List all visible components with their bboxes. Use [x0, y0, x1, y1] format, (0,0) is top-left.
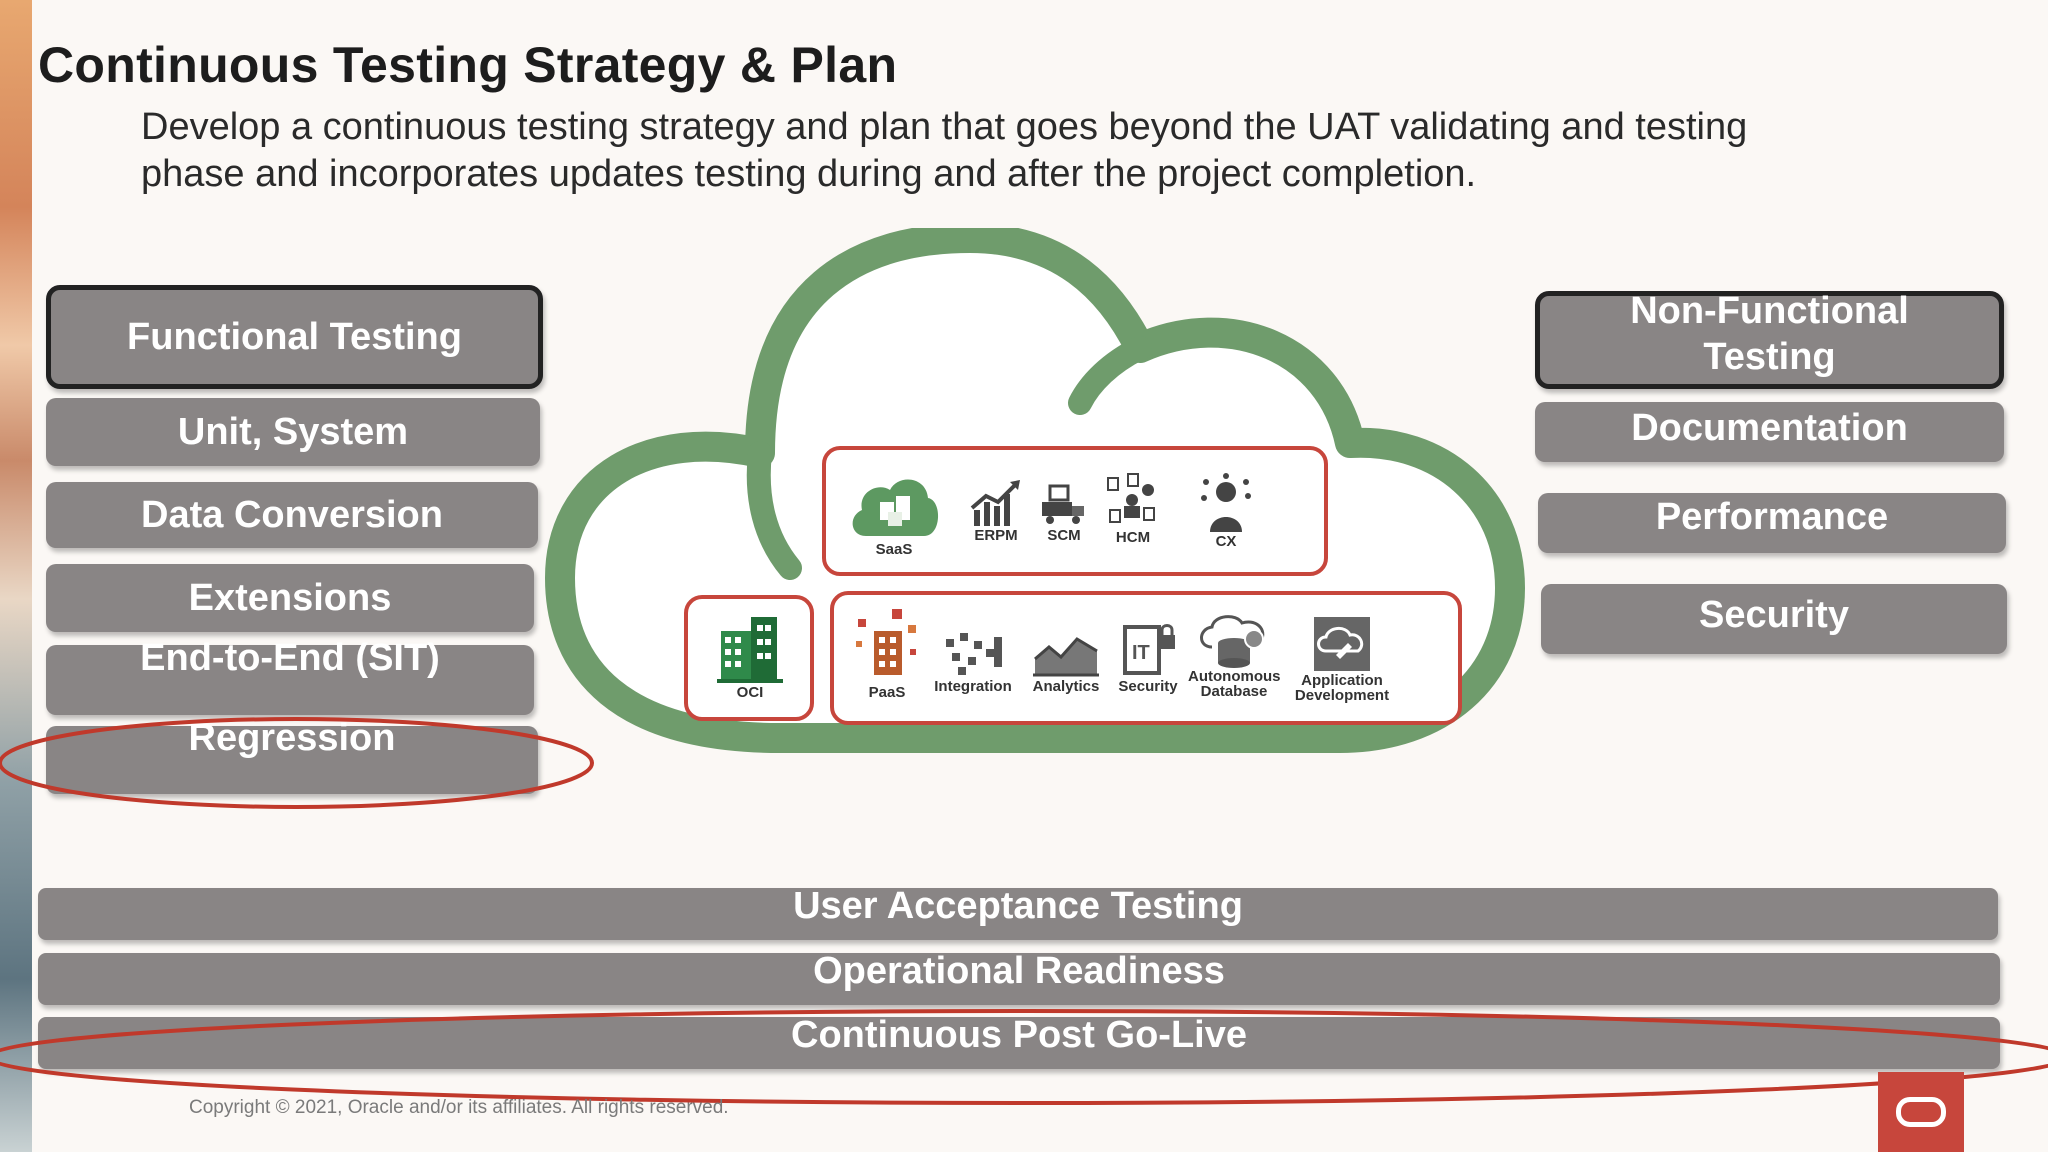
oci-tile: OCI — [708, 611, 792, 700]
hcm-people-icon — [1107, 473, 1155, 523]
phase-bar-operational-readiness: Operational Readiness — [38, 950, 2000, 1005]
non-functional-item-performance: Performance — [1538, 493, 2006, 553]
security-icon: IT — [1123, 624, 1175, 675]
copyright-footer: Copyright © 2021, Oracle and/or its affi… — [189, 1097, 729, 1118]
slide-subtitle: Develop a continuous testing strategy an… — [141, 104, 1901, 198]
phase-label: Continuous Post Go-Live — [791, 1014, 1247, 1056]
functional-testing-header-label: Functional Testing — [127, 316, 462, 358]
oracle-logo-icon — [1878, 1072, 1964, 1152]
paas-tile: PaaS — [850, 605, 924, 700]
scm-truck-icon — [1042, 484, 1084, 524]
svg-text:IT: IT — [1132, 642, 1150, 664]
phase-label: Operational Readiness — [813, 950, 1225, 992]
application-development-label-1: Application — [1301, 672, 1383, 689]
oci-label: OCI — [736, 684, 764, 701]
saas-cloud-icon — [852, 479, 939, 536]
application-development-label-2: Development — [1294, 687, 1390, 704]
hcm-tile: HCM — [1102, 472, 1164, 545]
saas-panel: SaaS ERPM SCM — [822, 446, 1328, 576]
cx-label: CX — [1215, 533, 1237, 550]
phase-bar-user-acceptance-testing: User Acceptance Testing — [38, 885, 1998, 940]
functional-item-regression: Regression — [46, 717, 538, 794]
autonomous-database-tile: Autonomous Database — [1188, 613, 1280, 699]
autonomous-database-label-1: Autonomous — [1188, 668, 1281, 685]
analytics-tile: Analytics — [1024, 629, 1108, 694]
subtitle-line-1: Develop a continuous testing strategy an… — [141, 106, 1748, 148]
analytics-label: Analytics — [1032, 678, 1100, 695]
non-functional-item-label: Performance — [1655, 496, 1889, 538]
hcm-label: HCM — [1115, 529, 1151, 546]
non-functional-item-label: Documentation — [1631, 407, 1908, 449]
paas-label: PaaS — [868, 684, 906, 701]
erpm-tile: ERPM — [966, 476, 1026, 543]
scm-label: SCM — [1047, 527, 1081, 544]
cx-tile: CX — [1196, 472, 1256, 549]
security-label: Security — [1118, 678, 1178, 695]
autonomous-database-label-2: Database — [1200, 683, 1268, 700]
functional-item-label: Regression — [188, 717, 396, 759]
functional-item-extensions: Extensions — [46, 564, 534, 632]
application-development-icon — [1314, 617, 1370, 671]
oracle-cloud-graphic: SaaS ERPM SCM — [540, 223, 1540, 798]
functional-item-unit-system: Unit, System — [46, 398, 540, 466]
security-tile: IT Security — [1108, 621, 1188, 694]
functional-item-data-conversion: Data Conversion — [46, 482, 538, 548]
phase-bar-continuous-post-go-live: Continuous Post Go-Live — [38, 1014, 2000, 1069]
non-functional-header-line-1: Non-Functional — [1630, 290, 1909, 332]
functional-item-label: Unit, System — [177, 411, 409, 453]
functional-item-end-to-end: End-to-End (SIT) — [46, 637, 534, 715]
non-functional-item-documentation: Documentation — [1535, 402, 2004, 462]
subtitle-line-2: phase and incorporates updates testing d… — [141, 153, 1477, 195]
functional-testing-header: Functional Testing — [46, 285, 543, 389]
erpm-label: ERPM — [974, 527, 1018, 544]
functional-item-label: Data Conversion — [141, 494, 443, 536]
integration-tile: Integration — [928, 629, 1018, 694]
scm-tile: SCM — [1034, 476, 1094, 543]
autonomous-database-icon — [1200, 615, 1265, 668]
application-development-tile: Application Development — [1290, 615, 1394, 703]
erpm-chart-icon — [970, 480, 1020, 526]
non-functional-item-security: Security — [1541, 584, 2007, 654]
paas-building-icon — [856, 609, 916, 675]
functional-item-label: End-to-End (SIT) — [140, 637, 440, 679]
saas-tile: SaaS — [844, 466, 944, 557]
decorative-side-art — [0, 0, 32, 1152]
non-functional-testing-header: Non-Functional Testing — [1535, 290, 2004, 389]
cx-person-icon — [1201, 473, 1251, 532]
integration-icon — [946, 633, 1002, 675]
non-functional-item-label: Security — [1699, 594, 1849, 636]
functional-item-label: Extensions — [188, 577, 392, 619]
integration-label: Integration — [934, 678, 1012, 695]
non-functional-header-line-2: Testing — [1703, 336, 1836, 378]
analytics-icon — [1033, 637, 1099, 677]
oci-building-icon — [717, 617, 783, 683]
oci-panel: OCI — [684, 595, 814, 721]
saas-label: SaaS — [875, 541, 913, 558]
paas-panel: PaaS Integration Analytics — [830, 591, 1462, 725]
slide-title: Continuous Testing Strategy & Plan — [38, 37, 898, 93]
phase-label: User Acceptance Testing — [793, 885, 1243, 927]
